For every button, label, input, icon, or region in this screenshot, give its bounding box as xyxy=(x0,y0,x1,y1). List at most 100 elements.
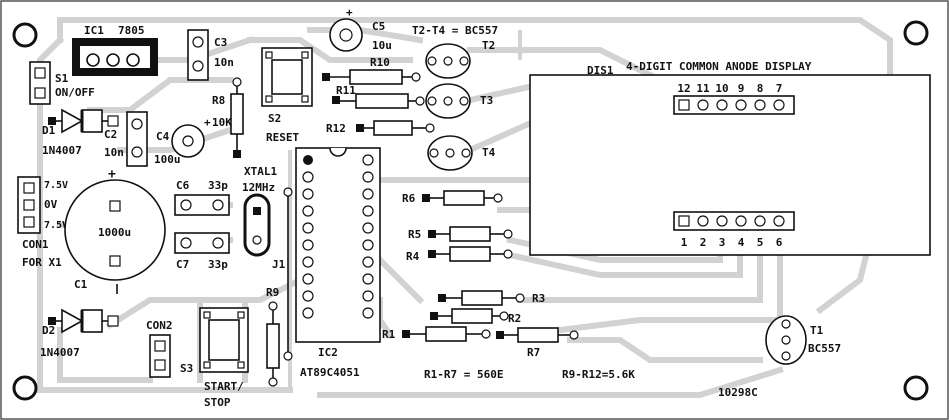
r1-resistor: R1 xyxy=(382,326,491,342)
r4-resistor: R4 xyxy=(406,246,513,263)
s2-value: RESET xyxy=(266,131,299,144)
dis1-value: 4-DIGIT COMMON ANODE DISPLAY xyxy=(626,60,812,73)
display-top-pin-pad xyxy=(773,99,785,111)
c7-ref: C7 xyxy=(176,258,189,271)
c1-plus: + xyxy=(108,167,116,182)
ic2-pin xyxy=(362,171,374,183)
dis1-ref: DIS1 xyxy=(587,64,614,77)
display-top-pin-label: 10 xyxy=(715,82,728,95)
j1-jumper: J1 xyxy=(272,187,293,361)
ic2-pin xyxy=(302,205,314,217)
c1-ref: C1 xyxy=(74,278,88,291)
display-bottom-pin-label: 6 xyxy=(776,236,783,249)
ic1-ref: IC1 xyxy=(84,24,104,37)
ic2-pin xyxy=(362,256,374,268)
s2-switch: S2 RESET xyxy=(261,47,313,144)
r12-ref: R12 xyxy=(326,122,346,135)
display-bottom-pin-label: 4 xyxy=(738,236,745,249)
s1-ref: S1 xyxy=(55,72,69,85)
d1-ref: D1 xyxy=(42,124,56,137)
display-bottom-pin-label: 1 xyxy=(681,236,688,249)
c2-capacitor: C2 10n xyxy=(104,111,148,167)
display-top-pin-pad xyxy=(754,99,766,111)
r6-resistor: R6 xyxy=(402,190,503,206)
board-id: 10298C xyxy=(718,386,758,399)
s1-switch: S1 ON/OFF xyxy=(29,61,95,105)
r8-ref: R8 xyxy=(212,94,225,107)
t1-transistor: T1 BC557 xyxy=(765,315,841,365)
ic2-pin xyxy=(302,188,314,200)
ic1-value: 7805 xyxy=(118,24,145,37)
t4-ref: T4 xyxy=(482,146,496,159)
r11-resistor: R11 xyxy=(332,84,425,109)
display-top-pin-label: 8 xyxy=(757,82,764,95)
display-bottom-pin-pad xyxy=(678,215,690,227)
ic2-pin xyxy=(302,256,314,268)
s3-value-line1: START/ xyxy=(204,380,244,393)
display-bottom-pin-pad xyxy=(735,215,747,227)
d2-diode: D2 1N4007 xyxy=(40,308,119,359)
c5-capacitor: + C5 10u xyxy=(329,6,392,52)
c7-capacitor: C7 33p xyxy=(174,232,230,271)
r1-r7-note: R1-R7 = 560E xyxy=(424,368,503,381)
r3-resistor: R3 xyxy=(438,290,545,306)
ic2-value: AT89C4051 xyxy=(300,366,360,379)
r2-ref: R2 xyxy=(508,312,521,325)
c3-ref: C3 xyxy=(214,36,227,49)
display-bottom-pin-pad xyxy=(697,215,709,227)
ic2-pin xyxy=(302,239,314,251)
r5-ref: R5 xyxy=(408,228,421,241)
c6-value: 33p xyxy=(208,179,228,192)
r9-ref: R9 xyxy=(266,286,279,299)
c3-value: 10n xyxy=(214,56,234,69)
c5-value: 10u xyxy=(372,39,392,52)
xtal1-crystal: XTAL1 12MHz xyxy=(242,165,277,257)
s3-ref: S3 xyxy=(180,362,193,375)
r1-ref: R1 xyxy=(382,328,396,341)
s1-value: ON/OFF xyxy=(55,86,95,99)
display-top-pin-label: 12 xyxy=(677,82,690,95)
display-bottom-pin-pad xyxy=(773,215,785,227)
t4-transistor: T4 xyxy=(427,135,496,171)
ic2-pin xyxy=(302,222,314,234)
ic2-pin xyxy=(362,205,374,217)
ic2-pin xyxy=(303,155,313,165)
r4-ref: R4 xyxy=(406,250,420,263)
supply-zero-label: 0V xyxy=(44,198,58,211)
j1-ref: J1 xyxy=(272,258,286,271)
display-top-pin-pad xyxy=(735,99,747,111)
s3-switch: S3 START/ STOP xyxy=(180,307,249,409)
t3-transistor: T3 xyxy=(425,83,493,119)
ic2-pin xyxy=(362,188,374,200)
display-top-pin-label: 9 xyxy=(738,82,745,95)
r7-ref: R7 xyxy=(527,346,540,359)
r5-resistor: R5 xyxy=(408,226,513,242)
con1-connector: 7.5V 0V 7.5V CON1 FOR X1 xyxy=(17,176,68,269)
display-bottom-pin-pad xyxy=(754,215,766,227)
con2-connector: CON2 xyxy=(146,319,173,378)
display-top-pin-pad xyxy=(716,99,728,111)
d1-value: 1N4007 xyxy=(42,144,82,157)
d2-ref: D2 xyxy=(42,324,55,337)
r3-ref: R3 xyxy=(532,292,545,305)
c5-ref: C5 xyxy=(372,20,385,33)
con1-value: FOR X1 xyxy=(22,256,62,269)
c2-value: 10n xyxy=(104,146,124,159)
supply-neg-label: 7.5V xyxy=(44,220,68,231)
mounting-holes xyxy=(12,20,929,401)
c4-plus: + xyxy=(204,116,211,129)
c4-value: 100u xyxy=(154,153,181,166)
c6-ref: C6 xyxy=(176,179,190,192)
d2-value: 1N4007 xyxy=(40,346,80,359)
xtal-value: 12MHz xyxy=(242,181,275,194)
display-top-pin-label: 11 xyxy=(696,82,710,95)
r9-r12-note: R9-R12=5.6K xyxy=(562,368,635,381)
ic2-pin xyxy=(362,239,374,251)
t2-transistor: T2 xyxy=(425,39,495,79)
c4-capacitor: + C4 100u xyxy=(154,116,211,166)
c3-capacitor: C3 10n xyxy=(187,29,234,81)
ic2-pin xyxy=(362,290,374,302)
display-bottom-pin-label: 3 xyxy=(719,236,726,249)
c2-ref: C2 xyxy=(104,128,117,141)
